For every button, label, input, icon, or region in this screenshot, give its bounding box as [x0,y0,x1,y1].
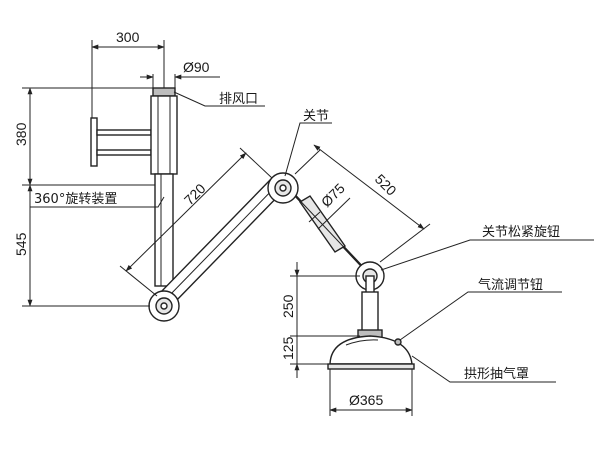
label-hood: 拱形抽气罩 [411,355,556,383]
dim-hood-diameter: Ø365 [329,369,413,416]
dim-520-text: 520 [372,171,400,199]
lower-arm [155,177,290,305]
label-joint-knob-text: 关节松紧旋钮 [482,225,560,240]
dim-outlet-diameter: Ø90 [140,59,220,88]
label-airflow-knob: 气流调节钮 [399,277,562,341]
label-joint: 关节 [284,109,332,177]
exhaust-outlet-housing [150,87,178,175]
elbow-joint [355,261,385,295]
arched-hood [327,335,415,370]
label-exhaust-outlet: 排风口 [173,91,265,107]
dim-outlet-diameter-text: Ø90 [183,59,210,75]
dim-720-text: 720 [181,180,209,208]
label-joint-knob: 关节松紧旋钮 [380,225,594,271]
dim-125-text: 125 [280,336,296,360]
dim-arm-diameter-text: Ø75 [318,180,348,210]
dim-300-text: 300 [116,29,140,45]
label-hood-text: 拱形抽气罩 [464,366,529,382]
vertical-column [154,173,174,287]
dim-hood-diameter-text: Ø365 [349,392,383,408]
label-exhaust-outlet-text: 排风口 [219,92,258,107]
label-rotation-device-text: 360°旋转装置 [34,192,117,207]
dim-545-text: 545 [13,232,29,256]
label-airflow-knob-text: 气流调节钮 [478,277,543,293]
wall-bracket [90,117,152,167]
hood-neck [357,291,383,339]
dim-vertical-right: 250 125 [280,262,360,378]
label-joint-text: 关节 [303,109,329,124]
dim-380-text: 380 [13,122,29,146]
middle-joint [267,172,299,204]
base-joint [148,290,180,322]
label-rotation-device: 360°旋转装置 [30,192,165,208]
dim-300: 300 [91,29,165,118]
dim-vertical-left: 380 545 [13,87,155,307]
dim-250-text: 250 [280,294,296,318]
